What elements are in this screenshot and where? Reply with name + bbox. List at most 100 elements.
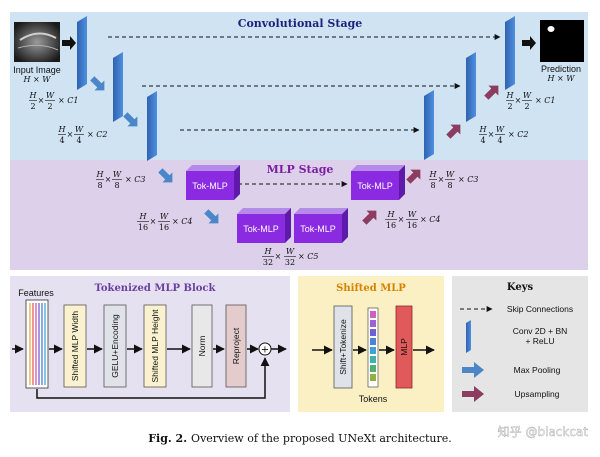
maxpool-arrow-2 [123,112,138,127]
maxpool-arrow-3 [158,168,173,183]
encoder-conv-block-2 [113,52,123,122]
svg-text:W: W [408,210,417,219]
key-upsampling-label: Upsampling [515,389,560,399]
input-image-dims: H × W [23,75,52,84]
svg-text:Norm: Norm [197,336,207,357]
tok-mlp-label: Tok-MLP [192,181,228,191]
upsampling-arrow-2 [406,169,421,184]
svg-text:+: + [261,345,269,356]
svg-text:H: H [264,247,273,256]
dims-h2-left: H 2 × W 2 × C1 [29,91,79,111]
svg-text:× C1: × C1 [535,96,555,105]
features-stack [25,299,49,389]
dims-h8-left: H 8 × W 8 × C3 [96,170,146,190]
input-image-thumbnail [14,22,60,62]
key-conv-label: Conv 2D + BN+ ReLU [513,326,568,346]
svg-text:GELU+Encoding: GELU+Encoding [110,314,120,378]
svg-text:×: × [275,252,282,261]
mlp-box: MLP [395,305,413,389]
svg-text:8: 8 [430,181,435,190]
tok-mlp-label: Tok-MLP [300,224,336,234]
svg-text:8: 8 [447,181,452,190]
mlp-stage-title: MLP Stage [267,163,334,176]
dims-h32-bottom: H 32 × W 32 × C5 [262,247,318,267]
svg-text:16: 16 [407,221,417,230]
shift-tokenize-box: Shift+Tokenize [333,305,353,389]
key-maxpool-label: Max Pooling [514,365,561,375]
svg-text:4: 4 [76,136,81,145]
input-image-label: Input Image [13,65,61,75]
prediction-dims: H × W [547,74,576,83]
tok-mlp-block-encoder-2: Tok-MLP [237,208,291,243]
svg-text:32: 32 [263,258,273,267]
svg-text:×: × [150,217,157,226]
svg-text:Shift+Tokenize: Shift+Tokenize [338,319,348,375]
svg-text:2: 2 [507,102,512,111]
svg-text:32: 32 [285,258,295,267]
maxpool-arrow-4 [204,209,219,224]
svg-text:16: 16 [159,223,169,232]
prediction-mask-thumbnail [540,20,584,62]
features-label: Features [18,288,54,298]
dims-h2-right: H 2 × W 2 × C1 [506,91,556,111]
svg-text:8: 8 [97,181,102,190]
dims-h16-left: H 16 × W 16 × C4 [137,212,192,232]
key-maxpool-symbol [462,362,484,378]
residual-sum-node: + [258,342,272,356]
layer-norm: Norm [191,304,213,388]
tok-mlp-block-decoder-2: Tok-MLP [351,165,405,200]
tokens-stack [367,307,379,388]
svg-text:× C5: × C5 [298,252,318,261]
svg-text:W: W [523,91,532,100]
svg-text:H: H [429,170,438,179]
svg-text:H: H [506,91,515,100]
svg-text:× C4: × C4 [420,215,440,224]
key-conv-symbol [466,320,471,353]
svg-text:16: 16 [386,221,396,230]
svg-text:×: × [38,96,45,105]
svg-text:H: H [139,212,148,221]
svg-text:4: 4 [497,136,502,145]
layer-reproject: Reproject [225,304,247,388]
keys-title: Keys [507,282,534,293]
svg-text:W: W [446,170,455,179]
upsampling-arrow-3 [446,124,461,139]
decoder-conv-block-3 [505,16,515,90]
svg-text:8: 8 [114,181,119,190]
svg-text:H: H [96,170,105,179]
svg-text:H: H [58,125,67,134]
maxpool-arrow-1 [90,76,105,91]
svg-text:× C2: × C2 [87,130,107,139]
svg-text:2: 2 [47,102,52,111]
tok-mlp-block-encoder-1: Tok-MLP [186,165,240,200]
svg-text:W: W [496,125,505,134]
residual-connection [36,357,270,399]
svg-text:Shifted MLP Width: Shifted MLP Width [70,311,80,382]
output-arrow [522,36,536,50]
svg-text:H: H [387,210,396,219]
svg-text:W: W [160,212,169,221]
svg-text:Shifted MLP Height: Shifted MLP Height [150,309,160,383]
layer-gelu-encoding: GELU+Encoding [103,304,127,388]
svg-text:×: × [515,96,522,105]
tok-mlp-label: Tok-MLP [357,181,393,191]
svg-text:× C3: × C3 [125,175,145,184]
dims-h8-right: H 8 × W 8 × C3 [429,170,479,190]
figure-caption: Fig. 2.Overview of the proposed UNeXt ar… [148,432,452,445]
encoder-conv-block-3 [147,91,157,161]
decoder-conv-block-1 [424,90,434,160]
key-upsampling-symbol [462,386,484,402]
svg-text:2: 2 [30,102,35,111]
svg-text:H: H [479,125,488,134]
tokens-label: Tokens [359,394,388,404]
svg-text:H: H [29,91,38,100]
svg-text:×: × [67,130,74,139]
key-skip-label: Skip Connections [507,304,573,314]
svg-text:×: × [398,215,405,224]
svg-text:× C4: × C4 [172,217,192,226]
watermark: 知乎 @blackcat [498,425,589,439]
layer-shifted-mlp-height: Shifted MLP Height [143,304,167,388]
convolutional-stage-title: Convolutional Stage [238,17,363,30]
dims-h16-right: H 16 × W 16 × C4 [385,210,440,230]
